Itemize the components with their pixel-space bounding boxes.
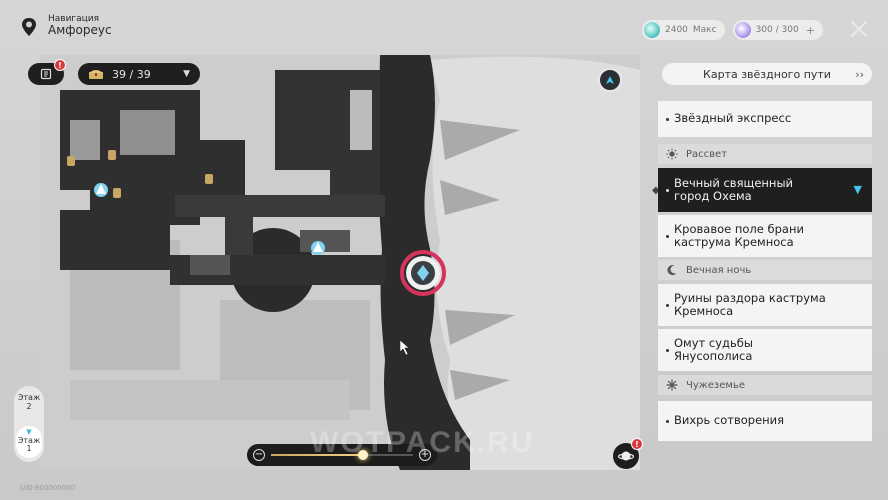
location-item[interactable]: Вихрь сотворения (658, 401, 872, 441)
floor-label: Этаж (17, 393, 41, 402)
trailblaze-power-icon (644, 22, 660, 38)
resource-bar: 2400 Макс 300 / 300 + (642, 20, 823, 40)
location-item-label: Вихрь сотворения (674, 413, 785, 428)
moon-icon (667, 265, 677, 276)
floor-2-button[interactable]: Этаж 2 (14, 393, 44, 412)
map-shape (450, 370, 510, 400)
location-item-label: Руины раздора каструма Кремноса (674, 290, 826, 318)
zoom-control: − + (247, 444, 437, 466)
space-anchor-icon[interactable] (311, 241, 325, 255)
zoom-fill (271, 454, 364, 456)
floor-number: 1 (26, 444, 32, 454)
trailblaze-power-value: 2400 (665, 25, 688, 35)
section-header: Вечная ночь (658, 260, 872, 280)
star-rail-map-button[interactable]: Карта звёздного пути ›› (662, 63, 872, 85)
location-item[interactable]: Руины раздора каструма Кремноса (658, 284, 872, 326)
space-anchor-icon[interactable] (94, 183, 108, 197)
corridor (175, 195, 385, 217)
map-pin-icon (22, 18, 36, 36)
floor-switcher: Этаж 2 ▼ Этаж 1 (14, 386, 44, 462)
lantern-icon[interactable] (205, 174, 213, 184)
navigation-header: Навигация Амфореус (18, 14, 112, 38)
add-power-button[interactable]: + (805, 23, 815, 37)
planet-icon (618, 451, 634, 461)
zoom-slider[interactable] (271, 450, 413, 460)
reserved-power-value: 300 / 300 (755, 25, 799, 35)
panel-header-label: Карта звёздного пути (703, 67, 831, 81)
lantern-icon[interactable] (108, 150, 116, 160)
trailblaze-power-pill[interactable]: 2400 Макс (642, 20, 725, 40)
location-item-label: Омут судьбы Янусополиса (674, 335, 753, 363)
notification-badge: ! (54, 59, 66, 71)
zoom-handle[interactable] (358, 450, 369, 460)
treasure-counter-dropdown[interactable]: 39 / 39 ▼ (78, 63, 200, 85)
selected-location-marker[interactable] (400, 250, 446, 296)
section-header: Чужеземье (658, 375, 872, 395)
active-item-pointer-icon: ◆ (652, 185, 660, 196)
navigation-arrow-icon (606, 76, 614, 84)
map-building-inner (120, 110, 175, 155)
zoom-in-button[interactable]: + (419, 449, 431, 461)
location-list-panel: Звёздный экспресс Рассвет Вечный священн… (648, 93, 872, 469)
notification-badge: ! (631, 438, 643, 450)
location-item-label: Звёздный экспресс (674, 111, 792, 126)
current-location-icon: ▼ (853, 182, 862, 196)
double-chevron-right-icon: ›› (855, 67, 864, 81)
uid-label: UID:800000000 (20, 484, 76, 492)
floor-number: 2 (26, 401, 32, 411)
close-icon[interactable] (848, 18, 870, 40)
map-building (60, 90, 245, 270)
location-item-selected[interactable]: Вечный священный город Охема ▼ (658, 168, 872, 212)
current-floor-indicator-icon: ▼ (26, 428, 32, 436)
reserved-power-icon (734, 22, 751, 38)
zoom-out-button[interactable]: − (253, 449, 265, 461)
map-building-inner (350, 90, 372, 150)
corridor (225, 215, 253, 255)
map-shape (440, 180, 500, 215)
map-building-inner (70, 120, 100, 160)
section-header: Рассвет (658, 144, 872, 164)
trailblaze-power-extra: Макс (692, 25, 717, 35)
star-burst-icon (666, 379, 678, 391)
map-terrain (430, 56, 640, 471)
book-icon (40, 68, 52, 80)
floor-1-button[interactable]: ▼ Этаж 1 (16, 426, 42, 458)
map-pin-mode-button[interactable]: ! (613, 438, 643, 469)
section-label: Рассвет (686, 148, 728, 160)
floor-label: Этаж (17, 435, 41, 445)
location-item-label: Вечный священный город Охема (674, 175, 794, 203)
location-item-label: Кровавое поле брани каструма Кремноса (674, 221, 804, 249)
map-shape (445, 310, 515, 345)
location-item[interactable]: Звёздный экспресс (658, 101, 872, 137)
caret-down-icon: ▼ (183, 69, 190, 79)
mouse-cursor (399, 339, 410, 356)
watermark: WOTPACK.RU (310, 426, 535, 459)
treasure-chest-icon (89, 70, 103, 79)
navigation-title: Навигация (48, 14, 100, 24)
stairs (300, 230, 350, 252)
map-shape (440, 120, 520, 160)
map-path (70, 380, 350, 420)
location-item[interactable]: Омут судьбы Янусополиса (658, 329, 872, 371)
mission-log-button[interactable]: ! (28, 59, 66, 85)
lantern-icon[interactable] (113, 188, 121, 198)
treasure-count: 39 / 39 (112, 67, 151, 81)
current-world-name: Амфореус (48, 23, 112, 38)
stairs (190, 255, 230, 275)
navigation-text: Навигация Амфореус (48, 14, 112, 38)
section-label: Вечная ночь (686, 264, 752, 276)
location-item[interactable]: Кровавое поле брани каструма Кремноса (658, 215, 872, 257)
sun-icon (666, 148, 678, 160)
reserved-power-pill[interactable]: 300 / 300 + (732, 20, 823, 40)
section-label: Чужеземье (686, 379, 745, 391)
lantern-icon[interactable] (67, 156, 75, 166)
locate-player-button[interactable] (598, 68, 622, 92)
